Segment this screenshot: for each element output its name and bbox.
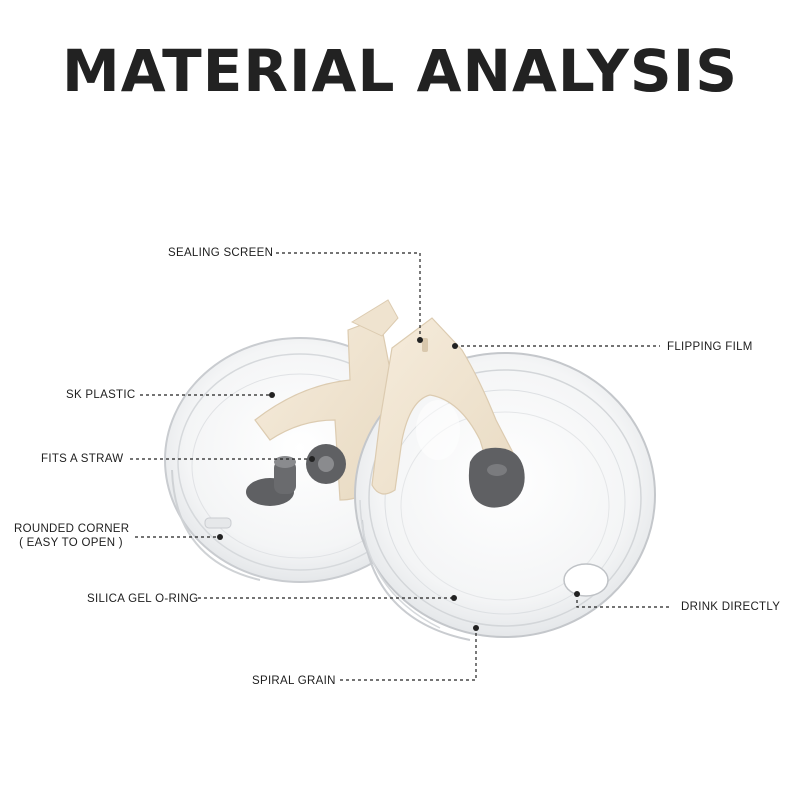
leader-spiral-grain: [340, 628, 477, 681]
label-rounded-corner-line1: ROUNDED CORNER: [14, 523, 130, 535]
right-slider: [371, 317, 523, 506]
leader-sealing-screen: [276, 252, 421, 338]
leader-dots: [217, 337, 580, 631]
page-title: MATERIAL ANALYSIS: [62, 37, 738, 105]
label-sk-plastic: SK PLASTIC: [66, 389, 136, 401]
label-flipping-film: FLIPPING FILM: [667, 341, 753, 353]
label-sealing-screen: SEALING SCREEN: [168, 247, 274, 259]
label-fits-a-straw: FITS A STRAW: [41, 453, 124, 465]
leader-drink-directly: [576, 594, 672, 608]
right-stopper: [468, 447, 525, 508]
leader-lines: [130, 252, 672, 681]
label-rounded-corner: ROUNDED CORNER ( EASY TO OPEN ): [14, 522, 130, 551]
label-rounded-corner-line2: ( EASY TO OPEN ): [19, 537, 123, 550]
label-silica-gel-o-ring: SILICA GEL O-RING: [87, 593, 199, 605]
label-spiral-grain: SPIRAL GRAIN: [252, 675, 336, 687]
label-drink-directly: DRINK DIRECTLY: [681, 601, 781, 613]
left-stopper-group: [246, 444, 346, 506]
